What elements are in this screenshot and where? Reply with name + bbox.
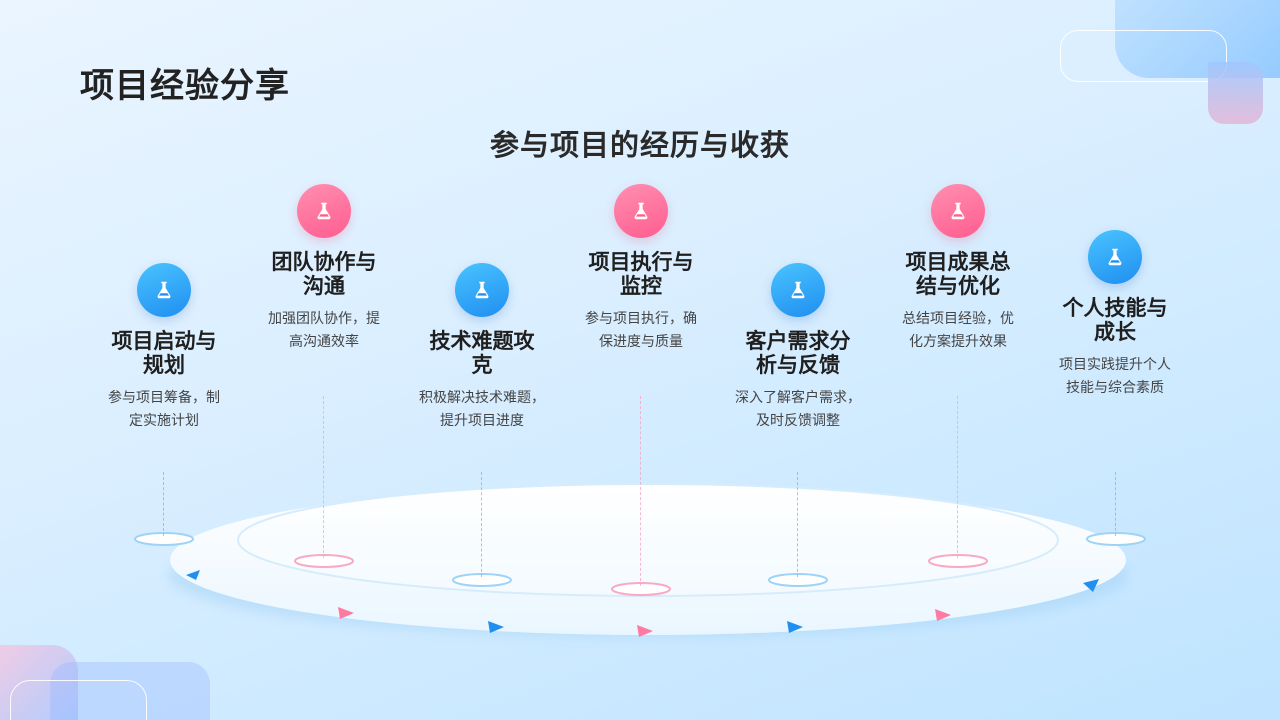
flask-icon [951,202,965,220]
connector-line [1115,472,1116,536]
arrow-marker-blue [488,621,504,633]
step-title-line: 监控 [620,274,662,298]
step-title: 个人技能与 成长 [1035,296,1195,344]
step-description-line: 提升项目进度 [440,413,524,429]
base-blue [1086,532,1146,546]
step-icon-badge [614,184,668,238]
step-title-line: 沟通 [303,274,345,298]
step-icon-badge [771,263,825,317]
step-bases [134,532,1146,596]
step-card-execution-monitoring: 项目执行与 监控 参与项目执行，确 保进度与质量 [561,184,721,354]
corner-outline-top-right [1060,30,1227,82]
step-title-line: 结与优化 [916,274,1000,298]
base-pink [294,554,354,568]
rim-arrows [186,570,1099,637]
connector-line [481,472,482,577]
corner-accent-top-right [1208,62,1263,124]
step-description-line: 化方案提升效果 [909,334,1007,350]
step-description-line: 参与项目筹备，制 [108,390,220,406]
base-blue [452,573,512,587]
base-pink [611,582,671,596]
page-title: 项目经验分享 [80,66,290,106]
base-blue [768,573,828,587]
step-description-line: 及时反馈调整 [756,413,840,429]
step-title: 客户需求分 析与反馈 [718,329,878,377]
arrow-marker-pink [338,607,354,619]
step-description-line: 深入了解客户需求， [735,390,861,406]
step-title-line: 析与反馈 [756,353,840,377]
step-icon-badge [1088,230,1142,284]
arrow-marker-blue [186,570,200,580]
step-description-line: 积极解决技术难题， [419,390,545,406]
arrow-marker-pink [637,625,653,637]
step-description: 加强团队协作，提 高沟通效率 [244,308,404,354]
arrow-marker-blue [787,621,803,633]
step-description-line: 定实施计划 [129,413,199,429]
flask-icon [634,202,648,220]
step-description-line: 项目实践提升个人 [1059,357,1171,373]
corner-decoration-bottom-left [0,645,78,720]
platform-top [237,483,1059,597]
base-pink [928,554,988,568]
step-title: 团队协作与 沟通 [244,250,404,298]
step-title-line: 克 [471,353,493,377]
step-title-line: 项目启动与 [111,329,217,353]
step-icon-badge [455,263,509,317]
arrow-marker-pink [935,609,951,621]
step-description-line: 保进度与质量 [599,334,683,350]
step-icon-badge [297,184,351,238]
flask-icon [157,281,171,299]
step-title: 项目启动与 规划 [84,329,244,377]
step-description-line: 总结项目经验，优 [902,311,1014,327]
step-description: 参与项目筹备，制 定实施计划 [84,387,244,433]
step-card-results-optimization: 项目成果总 结与优化 总结项目经验，优 化方案提升效果 [878,184,1038,354]
step-title-line: 成长 [1094,320,1136,344]
step-title-line: 规划 [143,353,185,377]
step-description: 深入了解客户需求， 及时反馈调整 [718,387,878,433]
step-description-line: 参与项目执行，确 [585,311,697,327]
step-description: 项目实践提升个人 技能与综合素质 [1035,354,1195,400]
step-title-line: 技术难题攻 [429,329,535,353]
connector-line [640,396,641,586]
step-description: 积极解决技术难题， 提升项目进度 [402,387,562,433]
step-description-line: 高沟通效率 [289,334,359,350]
step-title: 技术难题攻 克 [402,329,562,377]
step-title-line: 团队协作与 [271,250,377,274]
step-title-line: 项目执行与 [588,250,694,274]
step-card-technical-challenges: 技术难题攻 克 积极解决技术难题， 提升项目进度 [402,263,562,433]
flask-icon [475,281,489,299]
flask-icon [791,281,805,299]
step-description-line: 技能与综合素质 [1066,380,1164,396]
connector-line [957,396,958,558]
step-card-project-kickoff: 项目启动与 规划 参与项目筹备，制 定实施计划 [84,263,244,433]
flask-icon [1108,248,1122,266]
connector-line [163,472,164,536]
step-title-line: 个人技能与 [1062,296,1168,320]
step-description: 总结项目经验，优 化方案提升效果 [878,308,1038,354]
step-title-line: 项目成果总 [905,250,1011,274]
corner-outline-bottom-left [10,680,147,720]
base-blue [134,532,194,546]
step-card-client-feedback: 客户需求分 析与反馈 深入了解客户需求， 及时反馈调整 [718,263,878,433]
step-title: 项目执行与 监控 [561,250,721,298]
step-description-line: 加强团队协作，提 [268,311,380,327]
connector-line [797,472,798,577]
step-description: 参与项目执行，确 保进度与质量 [561,308,721,354]
connector-line [323,396,324,558]
step-card-team-collaboration: 团队协作与 沟通 加强团队协作，提 高沟通效率 [244,184,404,354]
arrow-marker-blue [1083,579,1099,592]
slide-subtitle: 参与项目的经历与收获 [489,128,790,162]
step-card-personal-growth: 个人技能与 成长 项目实践提升个人 技能与综合素质 [1035,230,1195,400]
flask-icon [317,202,331,220]
step-icon-badge [931,184,985,238]
step-title-line: 客户需求分 [745,329,851,353]
step-icon-badge [137,263,191,317]
step-title: 项目成果总 结与优化 [878,250,1038,298]
